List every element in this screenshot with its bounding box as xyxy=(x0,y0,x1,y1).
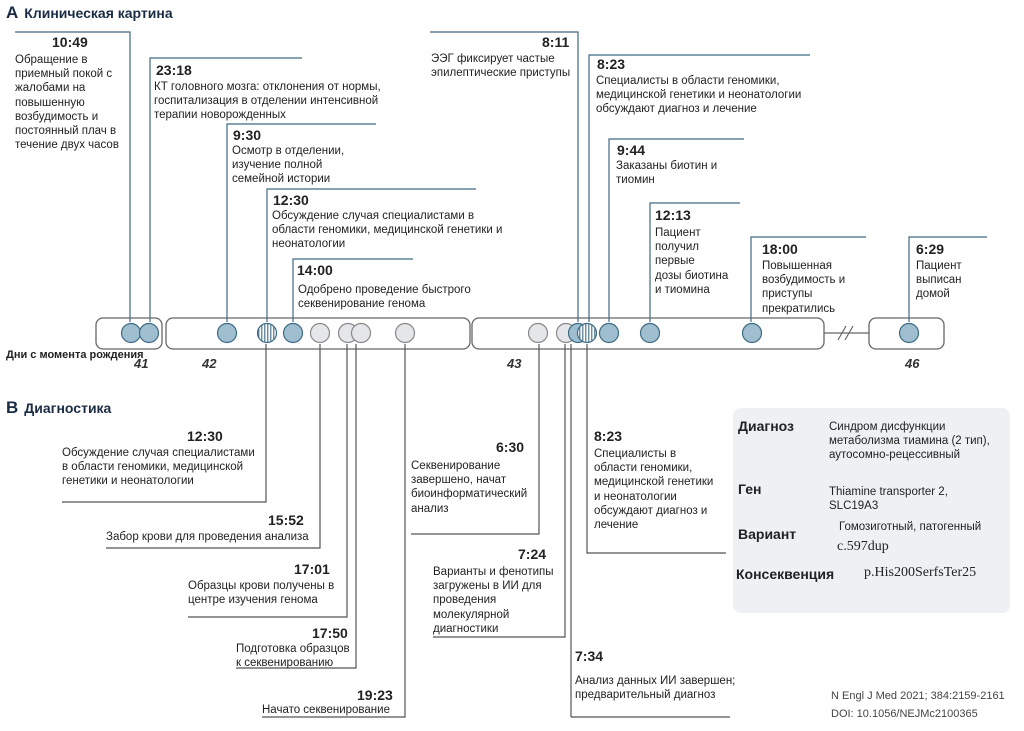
variant-zygosity: Гомозиготный, патогенный xyxy=(839,521,982,533)
dot-clinical xyxy=(741,322,763,344)
clinical-event-text: Обращение в приемный покой с жалобами на… xyxy=(15,54,119,152)
dot-diagnostic xyxy=(394,322,416,344)
diagnostic-event-text: Варианты и фенотипы загружены в ИИ для п… xyxy=(433,566,554,635)
citation-journal: N Engl J Med 2021; 384:2159-2161 xyxy=(831,690,1005,702)
clinical-event-text: Повышенная возбудимость и приступы прекр… xyxy=(762,260,846,315)
citation-doi: DOI: 10.1056/NEJMc2100365 xyxy=(831,708,978,720)
diagnostic-event-text: Анализ данных ИИ завершен; предварительн… xyxy=(575,675,736,702)
clinical-event-text: Обсуждение случая специалистами в област… xyxy=(272,210,503,251)
clinical-event-time: 8:11 xyxy=(542,34,570,50)
clinical-event-time: 6:29 xyxy=(916,241,945,257)
diagnostic-event-text: Начато секвенирование xyxy=(262,704,390,716)
dot-diagnostic xyxy=(309,322,331,344)
gene-value: Thiamine transporter 2, SLC19A3 xyxy=(829,486,948,512)
diagnostic-event-time: 7:34 xyxy=(575,648,604,664)
section-a-header: A Клиническая картина xyxy=(6,3,173,23)
clinical-event-time: 12:13 xyxy=(655,207,691,223)
dot-diagnostic xyxy=(350,322,372,344)
diagnostic-event-text: Обсуждение случая специалистами в област… xyxy=(62,447,255,488)
clinical-event-time: 9:44 xyxy=(617,142,646,158)
diagnostic-event-text: Специалисты в области геномики, медицинс… xyxy=(594,448,714,532)
clinical-event-time: 12:30 xyxy=(273,192,309,208)
clinical-event-time: 10:49 xyxy=(52,34,88,50)
section-a-title: Клиническая картина xyxy=(24,5,173,21)
day-label-42: 42 xyxy=(202,356,217,371)
diagnostic-event-time: 12:30 xyxy=(187,428,223,444)
diagnostic-event-time: 19:23 xyxy=(357,687,393,703)
clinical-event-text: Одобрено проведение быстрого секвенирова… xyxy=(298,284,471,311)
dot-diagnostic xyxy=(527,322,549,344)
dot-clinical xyxy=(598,322,620,344)
diagnostic-event-time: 7:24 xyxy=(518,546,547,562)
diagnostic-event-time: 8:23 xyxy=(594,428,623,444)
diagnostic-event-text: Образцы крови получены в центре изучения… xyxy=(188,580,335,607)
day-label-41: 41 xyxy=(134,356,149,371)
clinical-event-text: Пациент получил первые дозы биотина и ти… xyxy=(655,227,729,296)
diagnosis-value: Синдром дисфункции метаболизма тиамина (… xyxy=(829,421,990,461)
day-axis-label: Дни с момента рождения xyxy=(6,349,144,361)
diagnostic-event-time: 17:01 xyxy=(294,561,330,577)
day-label-43: 43 xyxy=(507,356,522,371)
diagnostic-event-time: 17:50 xyxy=(312,625,348,641)
day-label-46: 46 xyxy=(905,356,920,371)
dot-clinical xyxy=(216,322,238,344)
gene-label: Ген xyxy=(738,481,762,497)
clinical-event-text: КТ головного мозга: отклонения от нормы,… xyxy=(154,81,381,122)
consequence-value: p.His200SerfsTer25 xyxy=(864,565,977,580)
diagnosis-label: Диагноз xyxy=(738,418,794,434)
clinical-event-text: Пациент выписан домой xyxy=(916,260,962,301)
consequence-label: Консеквенция xyxy=(736,566,835,582)
section-b-header: B Диагностика xyxy=(6,398,111,418)
section-b-title: Диагностика xyxy=(24,400,112,416)
section-a-letter: A xyxy=(6,3,19,22)
dot-clinical xyxy=(138,322,160,344)
dot-clinical xyxy=(898,322,920,344)
dot-clinical xyxy=(120,322,142,344)
clinical-event-time: 23:18 xyxy=(156,62,192,78)
clinical-event-text: Заказаны биотин и тиомин xyxy=(616,160,718,187)
dot-combined xyxy=(256,322,278,344)
variant-value: c.597dup xyxy=(837,539,889,554)
diagnostic-event-text: Секвенирование завершено, начат биоинфор… xyxy=(411,460,528,515)
clinical-event-text: Специалисты в области геномики, медицинс… xyxy=(596,75,802,116)
dot-clinical xyxy=(282,322,304,344)
section-b-letter: B xyxy=(6,398,19,417)
event-dots xyxy=(120,322,920,344)
clinical-event-text: ЭЭГ фиксирует частые эпилептические прис… xyxy=(431,53,571,80)
clinical-event-time: 9:30 xyxy=(233,127,262,143)
clinical-event-time: 8:23 xyxy=(597,56,626,72)
diagnostic-event-text: Подготовка образцов к секвенированию xyxy=(236,643,350,670)
dot-clinical xyxy=(639,322,661,344)
diagnosis-box: Диагноз Синдром дисфункции метаболизма т… xyxy=(733,408,1010,613)
diagnostic-event-time: 15:52 xyxy=(268,512,304,528)
diagnostic-connectors xyxy=(62,344,730,718)
diagnostic-event-time: 6:30 xyxy=(496,439,525,455)
clinical-event-time: 14:00 xyxy=(297,262,333,278)
clinical-event-time: 18:00 xyxy=(762,241,798,257)
timeline-break-icon xyxy=(837,325,854,341)
diagnostic-event-text: Забор крови для проведения анализа xyxy=(106,531,309,543)
dot-combined xyxy=(576,322,598,344)
variant-label: Вариант xyxy=(738,526,797,542)
clinical-connectors xyxy=(15,31,987,322)
clinical-event-text: Осмотр в отделении, изучение полной семе… xyxy=(232,145,345,186)
